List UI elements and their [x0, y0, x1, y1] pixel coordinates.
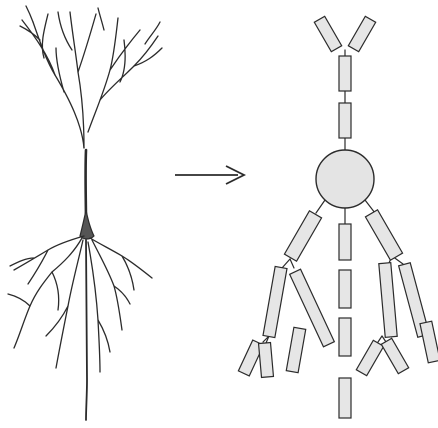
compartment-middle-3 [339, 318, 351, 356]
compartment-basal-right-2 [379, 263, 397, 338]
neuron-drawing [8, 6, 162, 420]
compartmental-model [238, 16, 438, 418]
cell-body [80, 210, 94, 239]
compartment-basal-left-2 [263, 266, 287, 337]
compartment-middle-1 [339, 224, 351, 260]
basal-dendrites [8, 236, 152, 372]
compartment-trunk-1 [339, 56, 351, 91]
arrow [175, 166, 244, 184]
compartment-basal-right-6 [420, 321, 438, 363]
axon [86, 240, 87, 420]
compartment-basal-right-4 [356, 340, 383, 375]
compartment-apical-left [314, 16, 341, 51]
compartment-basal-left-6 [286, 327, 305, 372]
soma-compartment [316, 150, 374, 208]
compartment-basal-right-5 [381, 338, 408, 373]
compartment-basal-left-1 [284, 211, 321, 261]
compartments [238, 16, 438, 418]
apical-tuft [20, 6, 162, 148]
compartment-trunk-2 [339, 103, 351, 138]
compartment-basal-right-1 [365, 210, 402, 260]
compartment-basal-left-5 [259, 343, 274, 378]
compartment-middle-2 [339, 270, 351, 308]
compartment-apical-right [348, 16, 375, 51]
compartment-middle-4 [339, 378, 351, 418]
